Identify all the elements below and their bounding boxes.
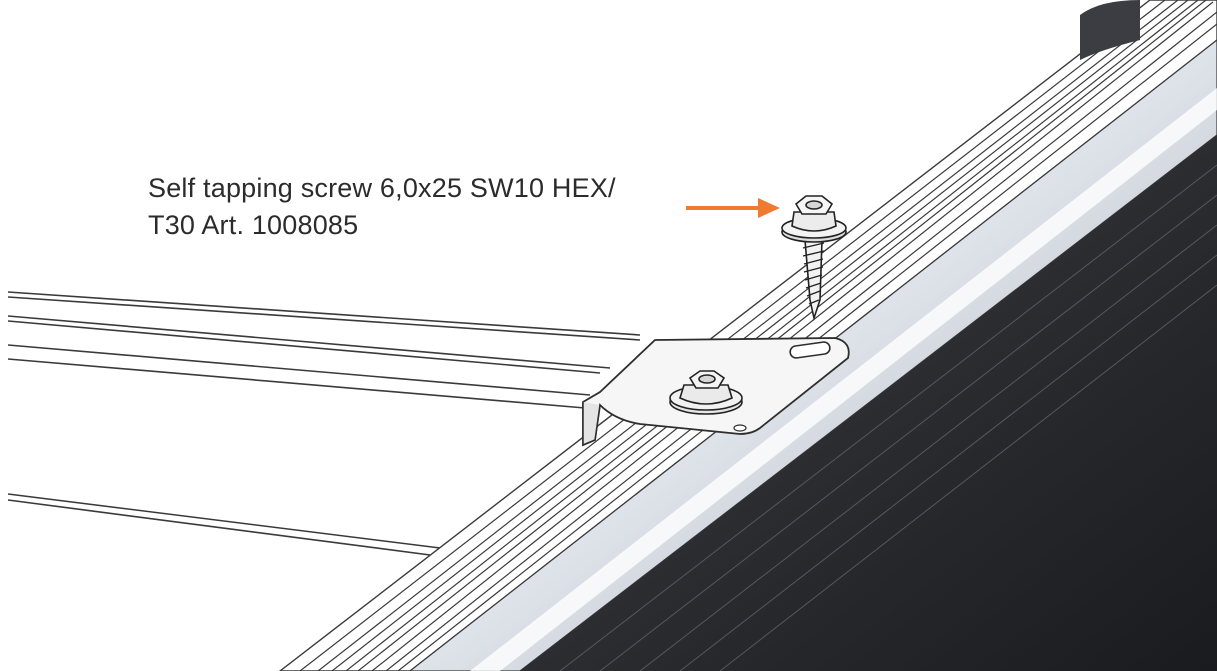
self-tapping-screw-icon — [781, 195, 847, 321]
annotation-line-1: Self tapping screw 6,0x25 SW10 HEX/ — [148, 173, 616, 203]
annotation-line-2: T30 Art. 1008085 — [148, 210, 359, 240]
horizontal-rail — [7, 291, 641, 556]
screw-annotation: Self tapping screw 6,0x25 SW10 HEX/ T30 … — [148, 170, 616, 244]
installed-screw-icon — [669, 370, 743, 415]
diagonal-rail — [278, 0, 1217, 671]
arrow-right-icon — [686, 198, 780, 218]
